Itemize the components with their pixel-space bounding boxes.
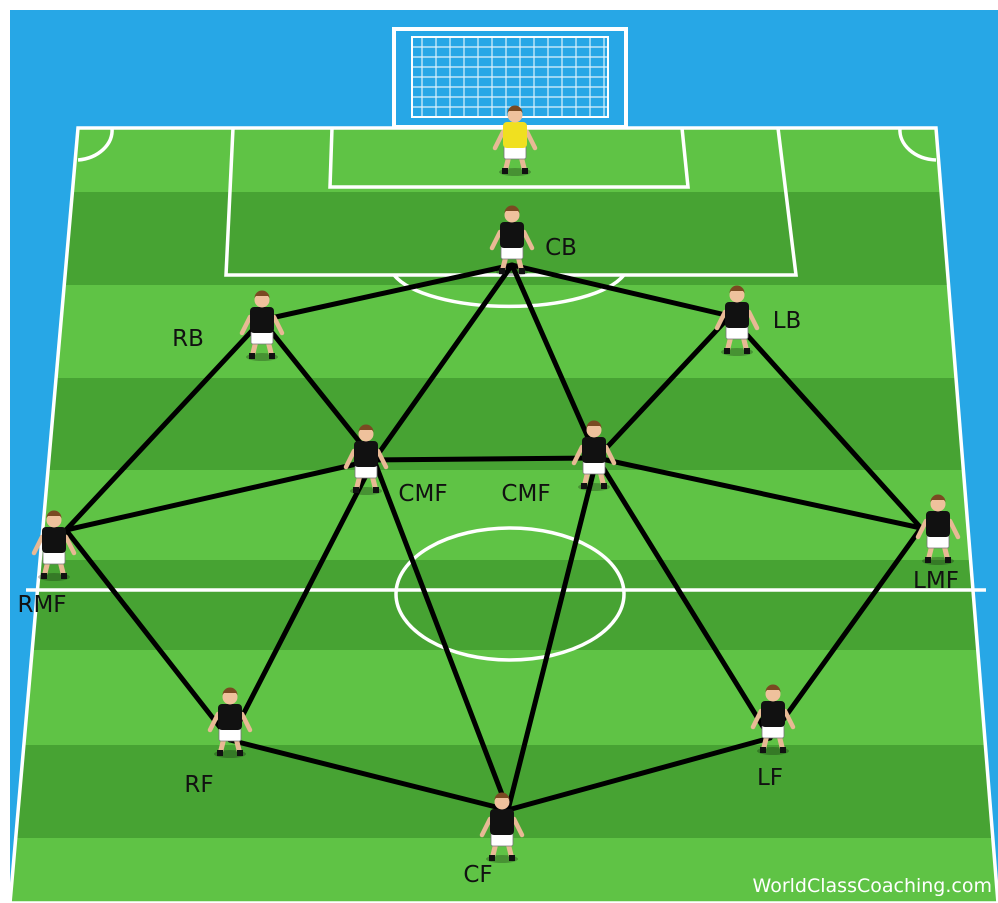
grass-stripe	[0, 650, 998, 745]
label-lf: LF	[757, 765, 783, 791]
grass-stripe	[0, 285, 998, 378]
link-cmfr-cmfl	[374, 458, 597, 460]
label-cb: CB	[545, 235, 577, 261]
label-cmfr: CMF	[398, 481, 447, 507]
label-cf: CF	[463, 862, 492, 888]
grass-stripe	[0, 378, 998, 470]
label-cmfl: CMF	[501, 481, 550, 507]
label-rf: RF	[184, 772, 213, 798]
label-lmf: LMF	[913, 568, 959, 594]
grass-stripe	[0, 470, 998, 560]
label-rb: RB	[172, 326, 204, 352]
watermark-text: WorldClassCoaching.com	[753, 875, 992, 897]
label-lb: LB	[773, 308, 802, 334]
label-rmf: RMF	[17, 592, 66, 618]
